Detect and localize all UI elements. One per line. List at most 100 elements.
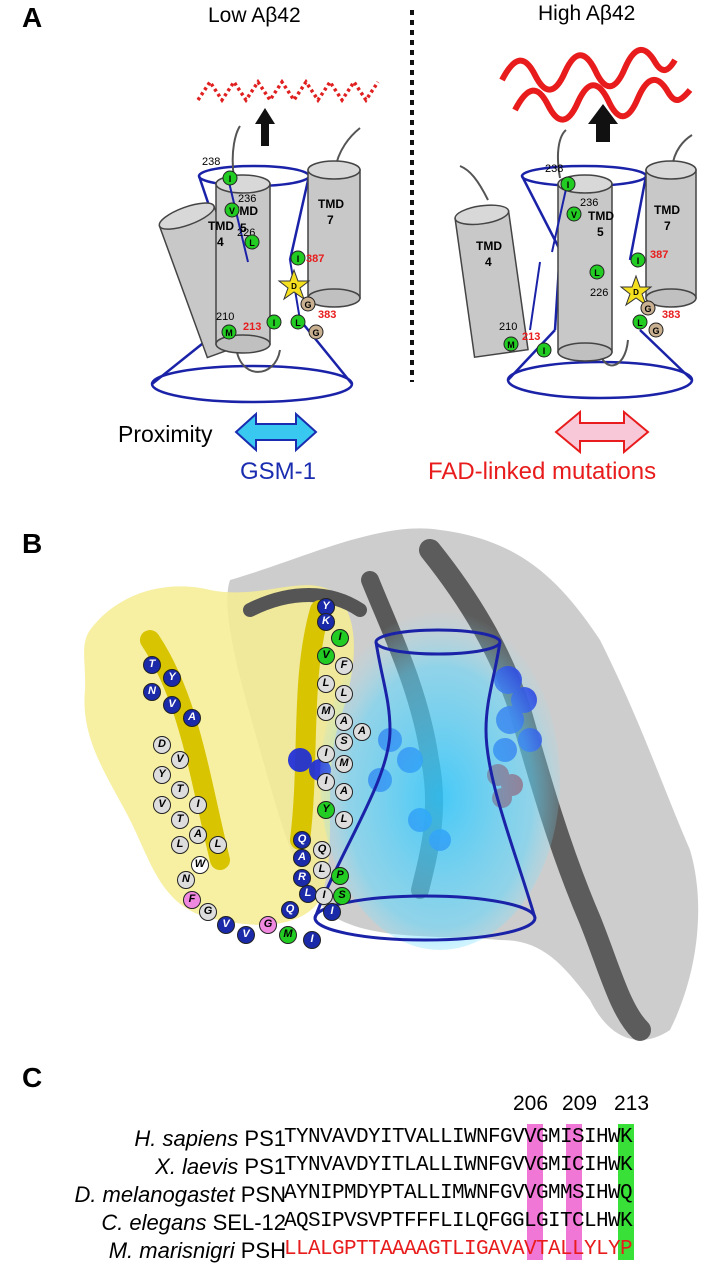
panel-b-cone xyxy=(313,628,537,942)
proximity-label: Proximity xyxy=(118,421,213,447)
sequence: AYNIPMDYPTALLIMWNFGVVGMMSIHWQ xyxy=(284,1182,633,1205)
residue-bead: M xyxy=(335,755,353,773)
species-name: H. sapiens xyxy=(134,1126,239,1151)
svg-text:210: 210 xyxy=(216,311,234,323)
residue-bead: L xyxy=(335,685,353,703)
position-209: 209 xyxy=(562,1092,598,1115)
residue-bead: Y xyxy=(317,801,335,819)
species-name: M. marisnigri xyxy=(108,1238,235,1263)
residue-bead: L xyxy=(317,675,335,693)
species-label: C. elegans SEL-12 xyxy=(101,1210,286,1236)
residue-bead: L xyxy=(335,811,353,829)
position-206: 206 xyxy=(513,1092,549,1115)
residue-bead: I xyxy=(317,745,335,763)
svg-text:I: I xyxy=(297,254,300,264)
residue-bead: I xyxy=(189,796,207,814)
sequence: TYNVAVDYITVALLIWNFGVVGMISIHWK xyxy=(284,1126,633,1149)
residue-bead: V xyxy=(317,647,335,665)
svg-text:5: 5 xyxy=(240,221,247,235)
svg-text:236: 236 xyxy=(580,197,598,209)
residue-bead: V xyxy=(217,916,235,934)
residue-bead: S xyxy=(335,733,353,751)
residue-bead: A xyxy=(335,783,353,801)
residue-bead: G xyxy=(259,916,277,934)
svg-text:I: I xyxy=(543,346,546,356)
small-arrow-icon xyxy=(255,108,275,146)
residue-bead: A xyxy=(335,713,353,731)
star-icon xyxy=(277,268,311,301)
residue-bead: M xyxy=(279,926,297,944)
svg-text:V: V xyxy=(571,210,577,220)
protein-name: PSH xyxy=(234,1238,286,1263)
residue-bead: Y xyxy=(153,766,171,784)
highlight-213 xyxy=(618,1124,634,1260)
protein-name: PSN xyxy=(234,1182,286,1207)
svg-text:387: 387 xyxy=(650,249,668,261)
residue-bead: P xyxy=(331,867,349,885)
sequence: TYNVAVDYITLALLIWNFGVVGMICIHWK xyxy=(284,1154,633,1177)
svg-text:D: D xyxy=(633,288,639,297)
right-tmd4 xyxy=(454,204,529,359)
svg-text:TMD: TMD xyxy=(208,219,234,233)
gsm-double-arrow-icon xyxy=(234,411,318,453)
low-abeta42-title: Low Aβ42 xyxy=(208,4,301,27)
svg-text:V: V xyxy=(229,206,235,216)
svg-text:4: 4 xyxy=(485,255,492,269)
species-label: H. sapiens PS1 xyxy=(134,1126,286,1152)
panel-c-letter: C xyxy=(22,1062,43,1093)
residue-bead: Q xyxy=(313,841,331,859)
panel-a-diagram: TMD 4 TMD 5 TMD 7 238 I V 236 226 L 210 … xyxy=(150,10,697,455)
left-tmd7 xyxy=(307,160,361,308)
svg-text:5: 5 xyxy=(597,225,604,239)
svg-text:TMD: TMD xyxy=(318,197,344,211)
svg-text:210: 210 xyxy=(499,321,517,333)
svg-text:7: 7 xyxy=(664,219,671,233)
species-label: M. marisnigri PSH xyxy=(109,1238,286,1264)
species-name: X. laevis xyxy=(155,1154,239,1179)
gsm-label: GSM-1 xyxy=(240,458,317,485)
svg-text:238: 238 xyxy=(545,163,563,175)
residue-bead: T xyxy=(171,781,189,799)
svg-text:L: L xyxy=(249,238,255,248)
species-label: X. laevis PS1 xyxy=(155,1154,286,1180)
residue-bead: V xyxy=(171,751,189,769)
highlight-206 xyxy=(527,1124,543,1260)
svg-text:I: I xyxy=(637,256,640,266)
svg-text:I: I xyxy=(229,174,232,184)
residue-bead: V xyxy=(163,696,181,714)
residue-bead: I xyxy=(303,931,321,949)
residue-bead: I xyxy=(317,773,335,791)
residue-bead: V xyxy=(237,926,255,944)
svg-text:L: L xyxy=(594,268,600,278)
residue-bead: I xyxy=(323,903,341,921)
svg-text:213: 213 xyxy=(243,321,261,333)
svg-text:383: 383 xyxy=(662,309,680,321)
svg-text:G: G xyxy=(652,326,659,336)
svg-text:383: 383 xyxy=(318,309,336,321)
high-abeta-peptide-1 xyxy=(499,47,678,93)
residue-bead: N xyxy=(143,683,161,701)
big-arrow-icon xyxy=(588,104,618,142)
sequence: AQSIPVSVPTFFFLILQFGGLGITCLHWK xyxy=(284,1210,633,1233)
svg-text:G: G xyxy=(312,328,319,338)
residue-bead: Q xyxy=(281,901,299,919)
svg-text:I: I xyxy=(273,318,276,328)
svg-text:M: M xyxy=(225,328,233,338)
protein-name: SEL-12 xyxy=(206,1210,286,1235)
svg-text:M: M xyxy=(507,340,515,350)
svg-text:213: 213 xyxy=(522,331,540,343)
panel-b-letter: B xyxy=(22,528,43,559)
residue-bead: Y xyxy=(163,669,181,687)
svg-text:I: I xyxy=(567,180,570,190)
residue-bead: I xyxy=(315,887,333,905)
residue-bead: W xyxy=(191,856,209,874)
svg-text:4: 4 xyxy=(217,235,224,249)
residue-bead: G xyxy=(199,903,217,921)
svg-text:238: 238 xyxy=(202,156,220,168)
residue-bead: F xyxy=(335,657,353,675)
svg-text:TMD: TMD xyxy=(476,239,502,253)
protein-name: PS1 xyxy=(238,1154,286,1179)
